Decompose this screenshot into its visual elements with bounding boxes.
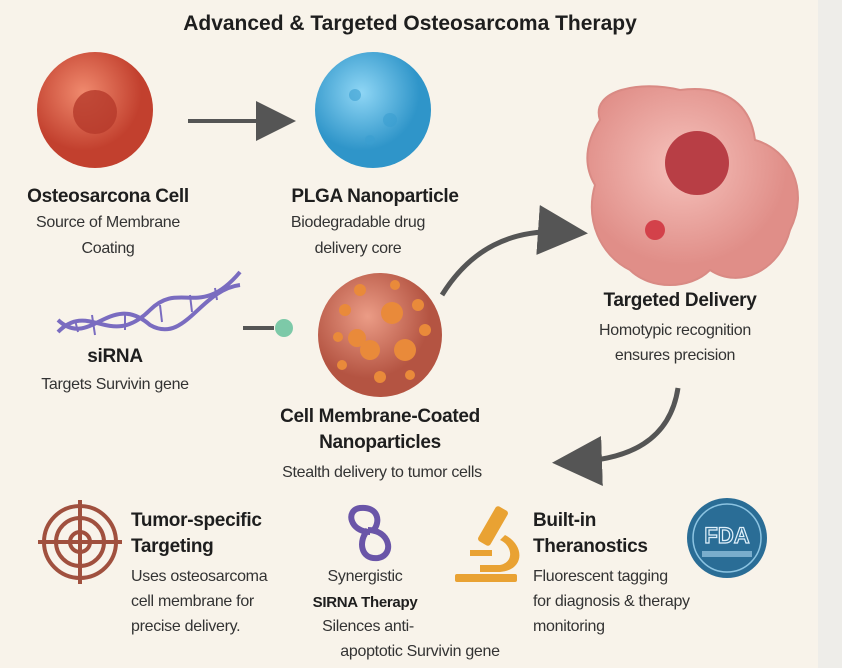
feature-targeting-desc-3: precise delivery.	[131, 618, 241, 635]
osteosarcoma-cell-desc-1: Source of Membrane	[35, 214, 181, 231]
osteosarcoma-cell-illustration	[37, 52, 153, 168]
ligand-dot	[275, 319, 293, 337]
tumor-cell-illustration	[586, 85, 799, 286]
feature-targeting-desc-1: Uses osteosarcoma	[131, 568, 268, 585]
feature-theranostics-desc-3: monitoring	[533, 618, 605, 635]
plga-nanoparticle-illustration	[315, 52, 431, 168]
feature-targeting-desc-2: cell membrane for	[131, 593, 254, 610]
sirna-helix-illustration	[56, 270, 242, 336]
plga-desc-1: Biodegradable drug	[290, 214, 426, 231]
feature-theranostics-desc-2: for diagnosis & therapy	[533, 593, 690, 610]
feature-sirna-title: SIRNA Therapy	[312, 594, 418, 611]
right-margin-strip	[818, 0, 842, 668]
feature-theranostics-title-1: Built-in	[533, 510, 597, 531]
curved-arrow-to-delivery	[439, 205, 588, 297]
plga-desc-2: delivery core	[314, 240, 402, 257]
microscope-icon	[455, 506, 520, 582]
coated-np-label-2: Nanoparticles	[319, 432, 441, 453]
chain-link-icon	[348, 504, 392, 562]
osteosarcoma-cell-desc-2: Coating	[81, 240, 135, 257]
plga-label: PLGA Nanoparticle	[291, 186, 459, 207]
sirna-label: siRNA	[87, 346, 143, 367]
coated-np-desc: Stealth delivery to tumor cells	[282, 464, 482, 481]
page-title: Advanced & Targeted Osteosarcoma Therapy	[183, 12, 637, 35]
feature-sirna-desc-1: Synergistic	[327, 568, 403, 585]
osteosarcoma-cell-label: Osteosarcona Cell	[27, 186, 189, 207]
feature-theranostics-title-2: Theranostics	[533, 536, 648, 557]
sirna-desc: Targets Survivin gene	[41, 376, 189, 393]
fda-badge-logo: FDA	[687, 498, 767, 578]
feature-targeting-title-2: Targeting	[131, 536, 214, 557]
delivery-label: Targeted Delivery	[603, 290, 757, 311]
delivery-desc-1: Homotypic recognition	[599, 322, 751, 339]
target-icon	[38, 500, 122, 584]
delivery-desc-2: ensures precision	[614, 347, 736, 364]
feature-sirna-desc-2: Silences anti-	[322, 618, 414, 635]
curved-arrow-back	[552, 387, 681, 486]
coated-nanoparticle-illustration	[318, 273, 442, 397]
feature-sirna-desc-3: apoptotic Survivin gene	[340, 643, 500, 660]
feature-targeting-title-1: Tumor-specific	[131, 510, 262, 531]
feature-theranostics-desc-1: Fluorescent tagging	[533, 568, 668, 585]
svg-text:FDA: FDA	[704, 523, 749, 548]
coated-np-label-1: Cell Membrane-Coated	[280, 406, 480, 427]
